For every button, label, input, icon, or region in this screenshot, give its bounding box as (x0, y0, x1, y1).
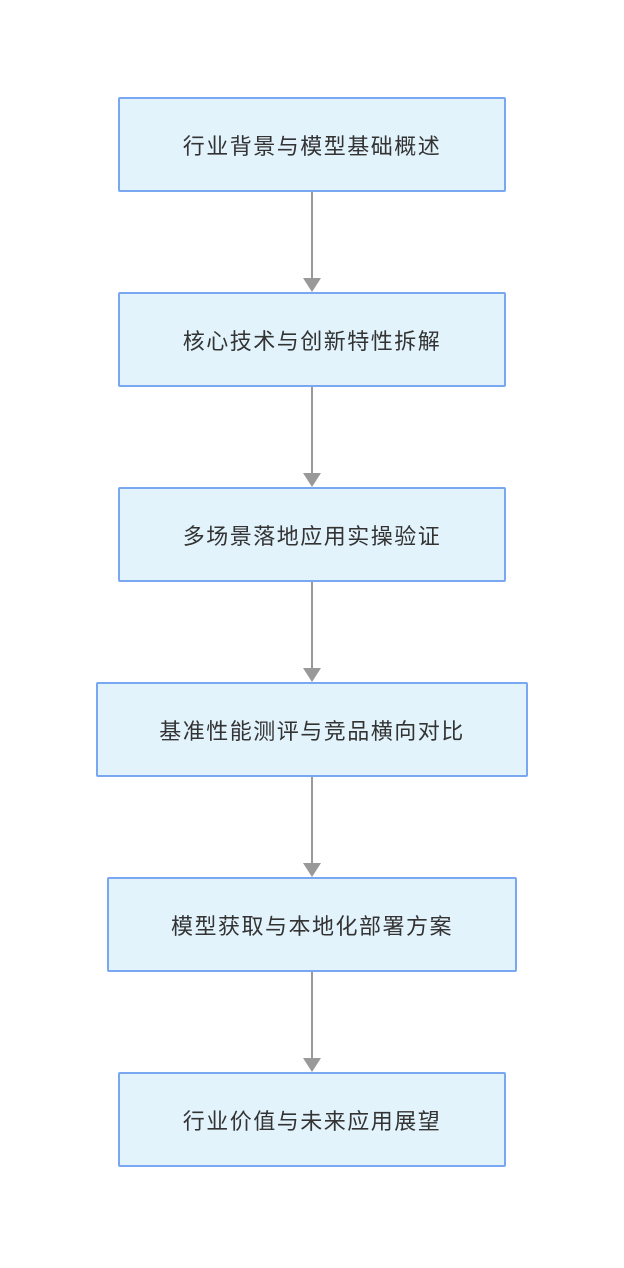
arrow-down-icon (303, 278, 321, 292)
flow-node-5: 模型获取与本地化部署方案 (107, 877, 517, 972)
flow-node-1-label: 行业背景与模型基础概述 (182, 133, 442, 159)
flow-node-5-label: 模型获取与本地化部署方案 (170, 913, 453, 939)
arrow-down-icon (303, 668, 321, 682)
flow-node-3: 多场景落地应用实操验证 (118, 487, 506, 582)
flow-edge-3-4 (303, 582, 321, 682)
flow-node-4-label: 基准性能测评与竞品横向对比 (159, 718, 465, 744)
arrow-line (311, 582, 313, 668)
arrow-line (311, 192, 313, 278)
flow-edge-4-5 (303, 777, 321, 877)
flow-node-4: 基准性能测评与竞品横向对比 (96, 682, 528, 777)
arrow-down-icon (303, 1058, 321, 1072)
flow-edge-5-6 (303, 972, 321, 1072)
flow-node-6: 行业价值与未来应用展望 (118, 1072, 506, 1167)
flow-edge-1-2 (303, 192, 321, 292)
flow-node-2: 核心技术与创新特性拆解 (118, 292, 506, 387)
arrow-line (311, 387, 313, 473)
arrow-down-icon (303, 863, 321, 877)
flow-edge-2-3 (303, 387, 321, 487)
arrow-line (311, 972, 313, 1058)
arrow-down-icon (303, 473, 321, 487)
flow-node-6-label: 行业价值与未来应用展望 (182, 1108, 442, 1134)
flow-node-1: 行业背景与模型基础概述 (118, 97, 506, 192)
flow-node-3-label: 多场景落地应用实操验证 (182, 523, 442, 549)
arrow-line (311, 777, 313, 863)
flow-node-2-label: 核心技术与创新特性拆解 (182, 328, 442, 354)
